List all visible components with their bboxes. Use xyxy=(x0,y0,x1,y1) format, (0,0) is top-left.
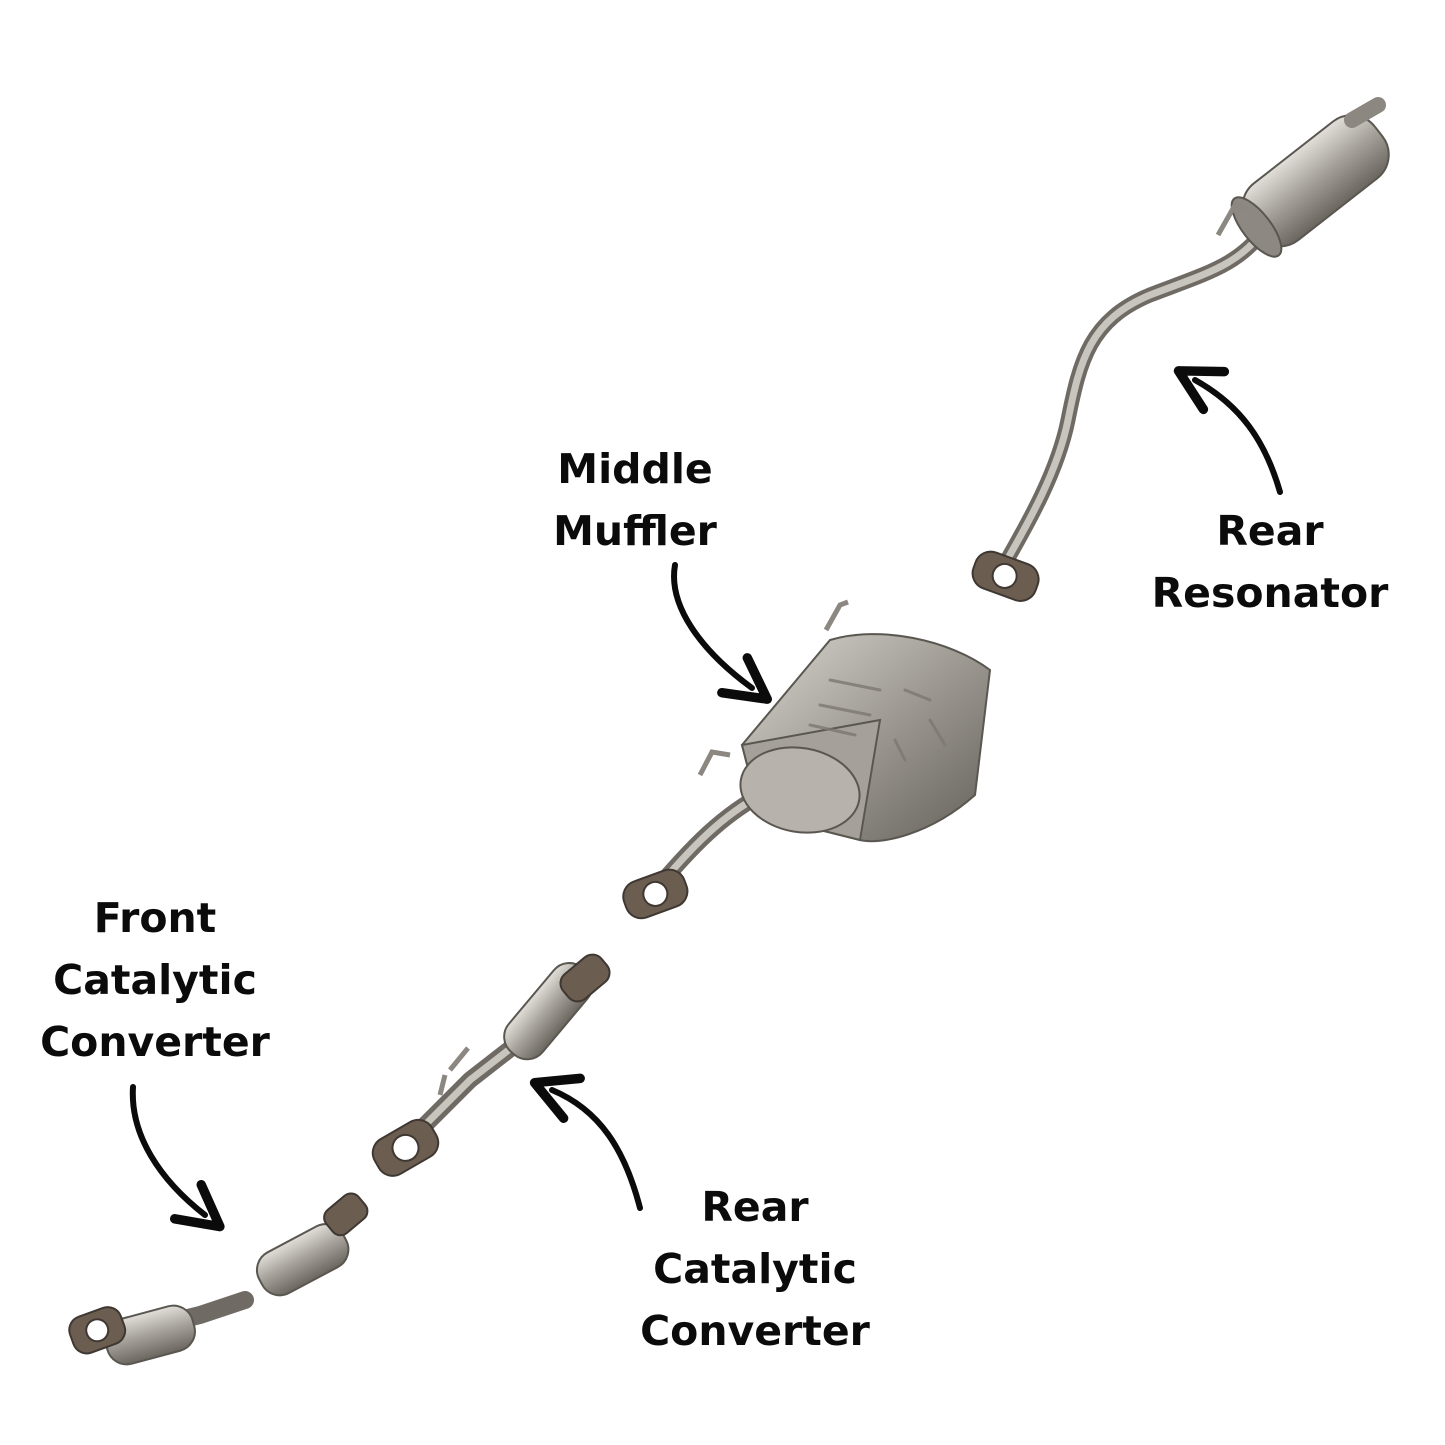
label-line: Muffler xyxy=(515,500,755,562)
rear-catalytic-converter-label: Rear Catalytic Converter xyxy=(605,1176,905,1362)
middle-muffler-label: Middle Muffler xyxy=(515,438,755,562)
label-line: Front xyxy=(10,887,300,949)
label-line: Resonator xyxy=(1120,562,1420,624)
curved-arrow-icon xyxy=(674,565,752,688)
front-catalytic-converter-label: Front Catalytic Converter xyxy=(10,887,300,1073)
label-line: Catalytic xyxy=(605,1238,905,1300)
label-line: Rear xyxy=(1120,500,1420,562)
label-line: Converter xyxy=(10,1011,300,1073)
curved-arrow-icon xyxy=(133,1087,205,1215)
label-line: Converter xyxy=(605,1300,905,1362)
label-line: Catalytic xyxy=(10,949,300,1011)
rear-catalytic-converter-part xyxy=(367,950,615,1182)
curved-arrow-icon xyxy=(1195,380,1280,492)
label-line: Rear xyxy=(605,1176,905,1238)
rear-resonator-label: Rear Resonator xyxy=(1120,500,1420,624)
middle-muffler-part xyxy=(619,602,990,923)
front-catalytic-converter-part xyxy=(65,1189,371,1368)
label-line: Middle xyxy=(515,438,755,500)
